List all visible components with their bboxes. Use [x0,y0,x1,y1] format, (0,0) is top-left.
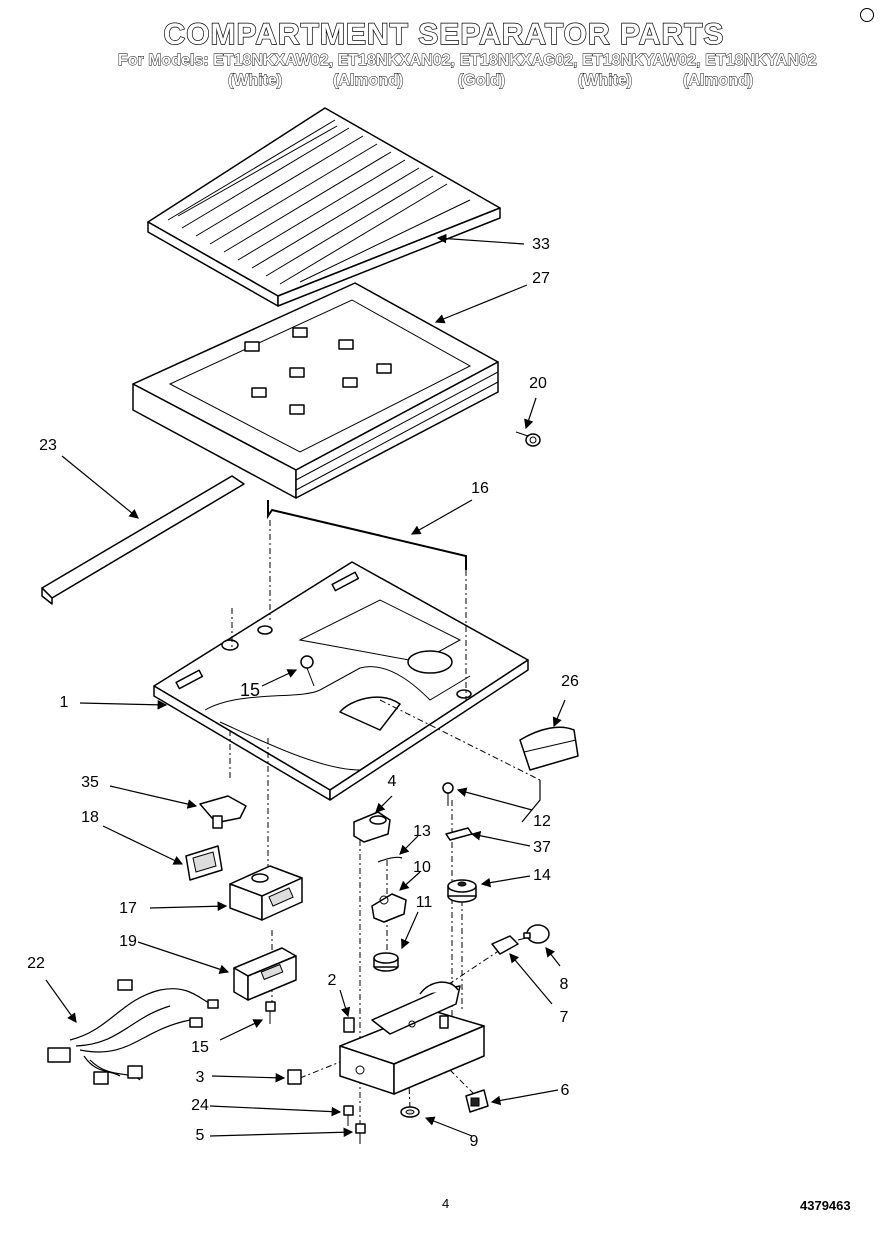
part-23-strip [41,475,245,605]
callout-2: 2 [327,972,337,989]
part-9-nut [400,1106,420,1118]
callout-13: 13 [413,823,431,840]
part-4-switch [353,811,391,843]
page-number: 4 [442,1196,450,1211]
part-20-clip [515,431,541,447]
callout-3: 3 [195,1069,205,1086]
part-10-thermostat [371,893,407,923]
part-37-plate [445,827,473,841]
callout-4: 4 [387,773,397,790]
callout-35: 35 [81,774,99,791]
callout-1: 1 [59,694,69,711]
callout-5: 5 [195,1127,205,1144]
callout-18: 18 [81,809,99,826]
callout-22: 22 [27,955,45,972]
part-33-grille [147,107,501,307]
part-17-control-housing [229,865,303,921]
color-label-2: (Almond) [333,72,404,90]
part-15-screw-upper [300,655,315,687]
part-13-spring [377,856,403,863]
part-35-cam [199,795,247,829]
part-16-wire-rod [267,500,467,570]
part-1-separator-base [153,561,529,801]
callout-9: 9 [469,1133,479,1150]
part-3-connector [287,1069,302,1085]
part-14-damper-knob [447,879,477,903]
part-18-bezel [185,845,223,881]
leader-lines [45,233,566,1138]
part-15-screw-lower [265,1001,276,1024]
callout-8: 8 [559,976,569,993]
callout-14: 14 [533,867,551,884]
callout-24: 24 [191,1097,209,1114]
part-19-cover [233,947,297,1001]
callout-17: 17 [119,900,137,917]
callout-27: 27 [532,270,550,287]
color-label-3: (Gold) [458,72,506,90]
callout-19: 19 [119,933,137,950]
part-5-screw [355,1123,366,1144]
callout-37: 37 [533,839,551,856]
part-27-tray-frame [132,282,499,499]
callout-15-lower: 15 [191,1039,209,1056]
part-12-screw [442,782,454,806]
callout-33: 33 [532,236,550,253]
part-26-bracket [519,726,579,771]
part-2-control-bracket [339,981,485,1095]
page-title: COMPARTMENT SEPARATOR PARTS [163,17,725,51]
part-8-light-bulb [523,924,550,944]
part-11-knob [373,952,399,972]
models-line: For Models: ET18NKXAW02, ET18NKXAN02, ET… [118,52,818,70]
callout-12: 12 [533,813,551,830]
callout-16: 16 [471,480,489,497]
part-6-switch-button [465,1089,489,1113]
color-label-1: (White) [228,72,283,90]
part-7-lamp-socket [491,935,527,955]
part-22-wire-harness [47,979,219,1085]
part-24-screw [343,1105,354,1126]
callout-10: 10 [413,859,431,876]
callout-15-upper: 15 [239,680,261,700]
callout-11: 11 [415,894,433,911]
color-label-4: (White) [578,72,633,90]
callout-6: 6 [560,1082,570,1099]
document-number: 4379463 [800,1198,851,1213]
corner-circle-mark [860,8,874,22]
callout-20: 20 [529,375,547,392]
color-label-5: (Almond) [683,72,754,90]
callout-7: 7 [559,1009,569,1026]
callout-23: 23 [39,437,57,454]
callout-26: 26 [561,673,579,690]
